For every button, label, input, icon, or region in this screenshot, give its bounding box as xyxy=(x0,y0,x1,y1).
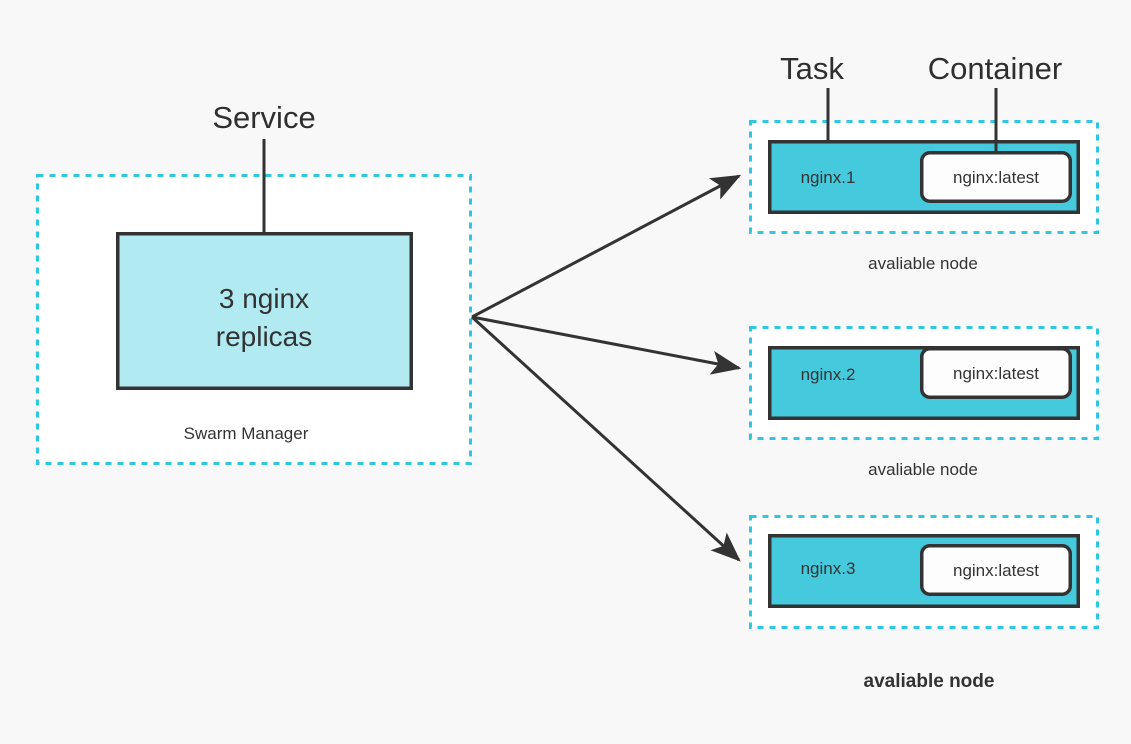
node-3-container-box xyxy=(920,544,1072,596)
arrow-to-node-3 xyxy=(470,315,741,562)
swarm-manager-caption: Swarm Manager xyxy=(184,424,309,443)
node-3-group: nginx.3 nginx:latest avaliable node xyxy=(749,515,1099,692)
node-1-container-label: nginx:latest xyxy=(953,168,1039,187)
node-1-caption: avaliable node xyxy=(868,254,978,273)
service-label: Service xyxy=(212,100,315,135)
node-3-task-label: nginx.3 xyxy=(801,559,856,578)
service-box-line2: replicas xyxy=(216,321,312,352)
node-2-group: nginx.2 nginx:latest avaliable node xyxy=(749,326,1099,479)
node-2-container-label: nginx:latest xyxy=(953,364,1039,383)
node-3-caption: avaliable node xyxy=(864,671,995,692)
node-2-task-label: nginx.2 xyxy=(801,365,856,384)
service-box xyxy=(116,232,413,390)
service-box-line1: 3 nginx xyxy=(219,283,309,314)
node-1-task-label: nginx.1 xyxy=(801,168,856,187)
arrow-to-node-2 xyxy=(471,315,742,375)
node-2-container-box xyxy=(920,347,1072,399)
replication-arrows xyxy=(470,174,742,562)
node-3-container-label: nginx:latest xyxy=(953,561,1039,580)
node-1-group: nginx.1 nginx:latest Task Container aval… xyxy=(749,51,1099,273)
arrow-to-node-1 xyxy=(471,174,742,319)
task-label: Task xyxy=(780,51,844,86)
swarm-manager-group: Service 3 nginx replicas Swarm Manager xyxy=(36,100,472,465)
node-2-caption: avaliable node xyxy=(868,460,978,479)
container-label: Container xyxy=(928,51,1062,86)
